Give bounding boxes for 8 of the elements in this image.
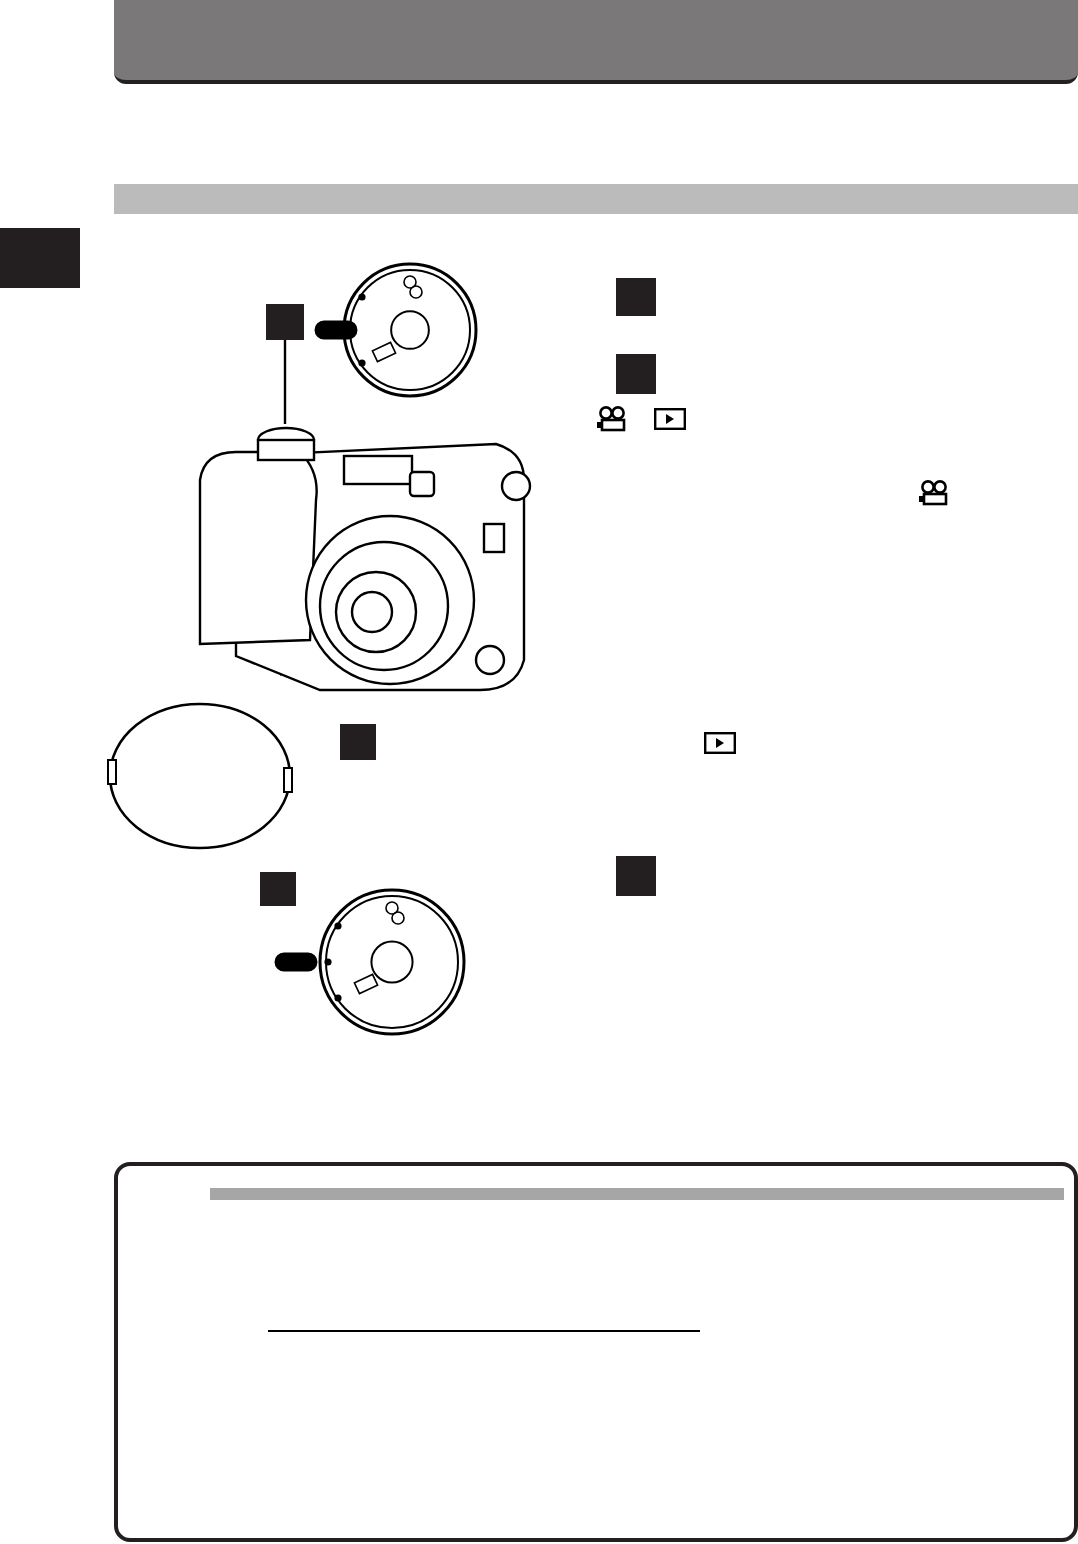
leader-line [283, 340, 287, 424]
step-marker [266, 304, 304, 340]
step-marker [340, 724, 376, 760]
step-marker [260, 872, 296, 906]
step-marker [616, 856, 656, 896]
step-marker [616, 354, 656, 394]
section-bar [114, 184, 1078, 214]
step-marker [616, 278, 656, 316]
